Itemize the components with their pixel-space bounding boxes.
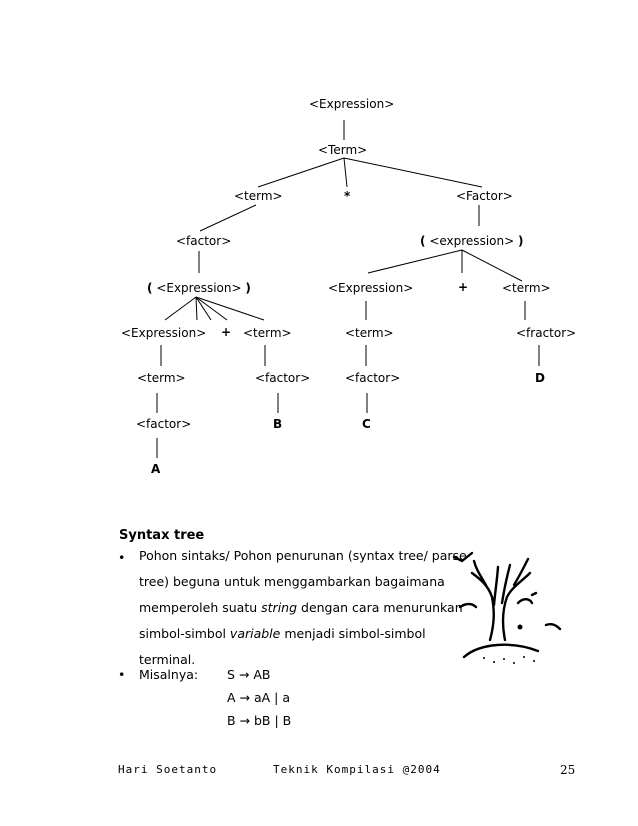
node-fractor: <fractor> — [516, 326, 577, 340]
edge-term-termleft — [257, 157, 345, 188]
bullet-text-1-part3: menjadi simbol-simbol terminal. — [139, 626, 426, 667]
bullet-label-2: Misalnya: — [139, 667, 199, 682]
edge-termleft-factorleft — [199, 204, 257, 232]
bullet-marker-2: • — [118, 667, 126, 682]
node-term-right: <term> — [502, 281, 551, 295]
bare-tree-icon — [452, 551, 562, 664]
node-paren-expression-right: ( <expression> ) — [420, 234, 523, 248]
footer-course: Teknik Kompilasi @2004 — [273, 763, 441, 776]
close-paren-right: ) — [517, 234, 524, 248]
paren-expression-right-label: <expression> — [429, 234, 515, 248]
node-star: * — [344, 189, 351, 203]
node-lll-factor: <factor> — [136, 417, 192, 431]
node-factor-left: <factor> — [176, 234, 232, 248]
node-factor-c-parent: <factor> — [345, 371, 401, 385]
node-root-expression: <Expression> — [309, 97, 395, 111]
node-left-expression: <Expression> — [121, 326, 207, 340]
bullet-marker-1: • — [118, 550, 126, 565]
footer-page-number: 25 — [560, 763, 576, 777]
bullet-text-1-italic-variable: variable — [229, 626, 281, 641]
node-factor-right: <Factor> — [456, 189, 513, 203]
bullet-text-1-italic-string: string — [261, 600, 298, 615]
edge-exprl-plus — [195, 296, 228, 321]
edge-exprl-paren1 — [195, 296, 198, 321]
syntax-tree-lines — [156, 120, 540, 458]
node-mid-term: <term> — [345, 326, 394, 340]
edge-exprl-term — [195, 296, 265, 321]
edge-parenexpr-term — [461, 249, 523, 282]
edge-parenexpr-mid — [367, 249, 463, 274]
section-title: Syntax tree — [119, 528, 205, 543]
grammar-rule-3: B → bB | B — [227, 713, 292, 728]
node-factor-b-parent: <factor> — [255, 371, 311, 385]
grammar-rule-2: A → aA | a — [227, 690, 291, 705]
edge-exprl-leftexpr — [164, 296, 197, 321]
edge-term-factor — [343, 157, 483, 188]
grammar-rule-1: S → AB — [227, 667, 271, 682]
open-paren-left: ( — [147, 281, 153, 295]
leaf-c: C — [362, 417, 371, 431]
paren-expression-left-label: <Expression> — [156, 281, 242, 295]
node-term-upper: <Term> — [318, 143, 368, 157]
node-plus-left: + — [221, 325, 232, 339]
edge-exprl-paren2 — [195, 296, 212, 321]
bullet-text-1-part2: dengan cara menurunkan simbol-simbol — [139, 600, 463, 641]
leaf-d: D — [535, 371, 545, 385]
leaf-a: A — [151, 462, 161, 476]
open-paren-right: ( — [420, 234, 426, 248]
node-left-term: <term> — [243, 326, 292, 340]
node-term-left: <term> — [234, 189, 283, 203]
close-paren-left: ) — [245, 281, 251, 295]
bullet-text-1-part1: Pohon sintaks/ Pohon penurunan (syntax t… — [139, 548, 467, 615]
bullet-text-1: Pohon sintaks/ Pohon penurunan (syntax t… — [139, 543, 469, 673]
footer-author: Hari Soetanto — [118, 763, 218, 776]
node-paren-expression-left: ( <Expression> ) — [147, 281, 251, 295]
node-mid-expression: <Expression> — [328, 281, 414, 295]
leaf-b: B — [273, 417, 283, 431]
node-ll-term: <term> — [137, 371, 186, 385]
node-plus-right: + — [458, 280, 469, 294]
edge-term-star — [343, 157, 348, 188]
